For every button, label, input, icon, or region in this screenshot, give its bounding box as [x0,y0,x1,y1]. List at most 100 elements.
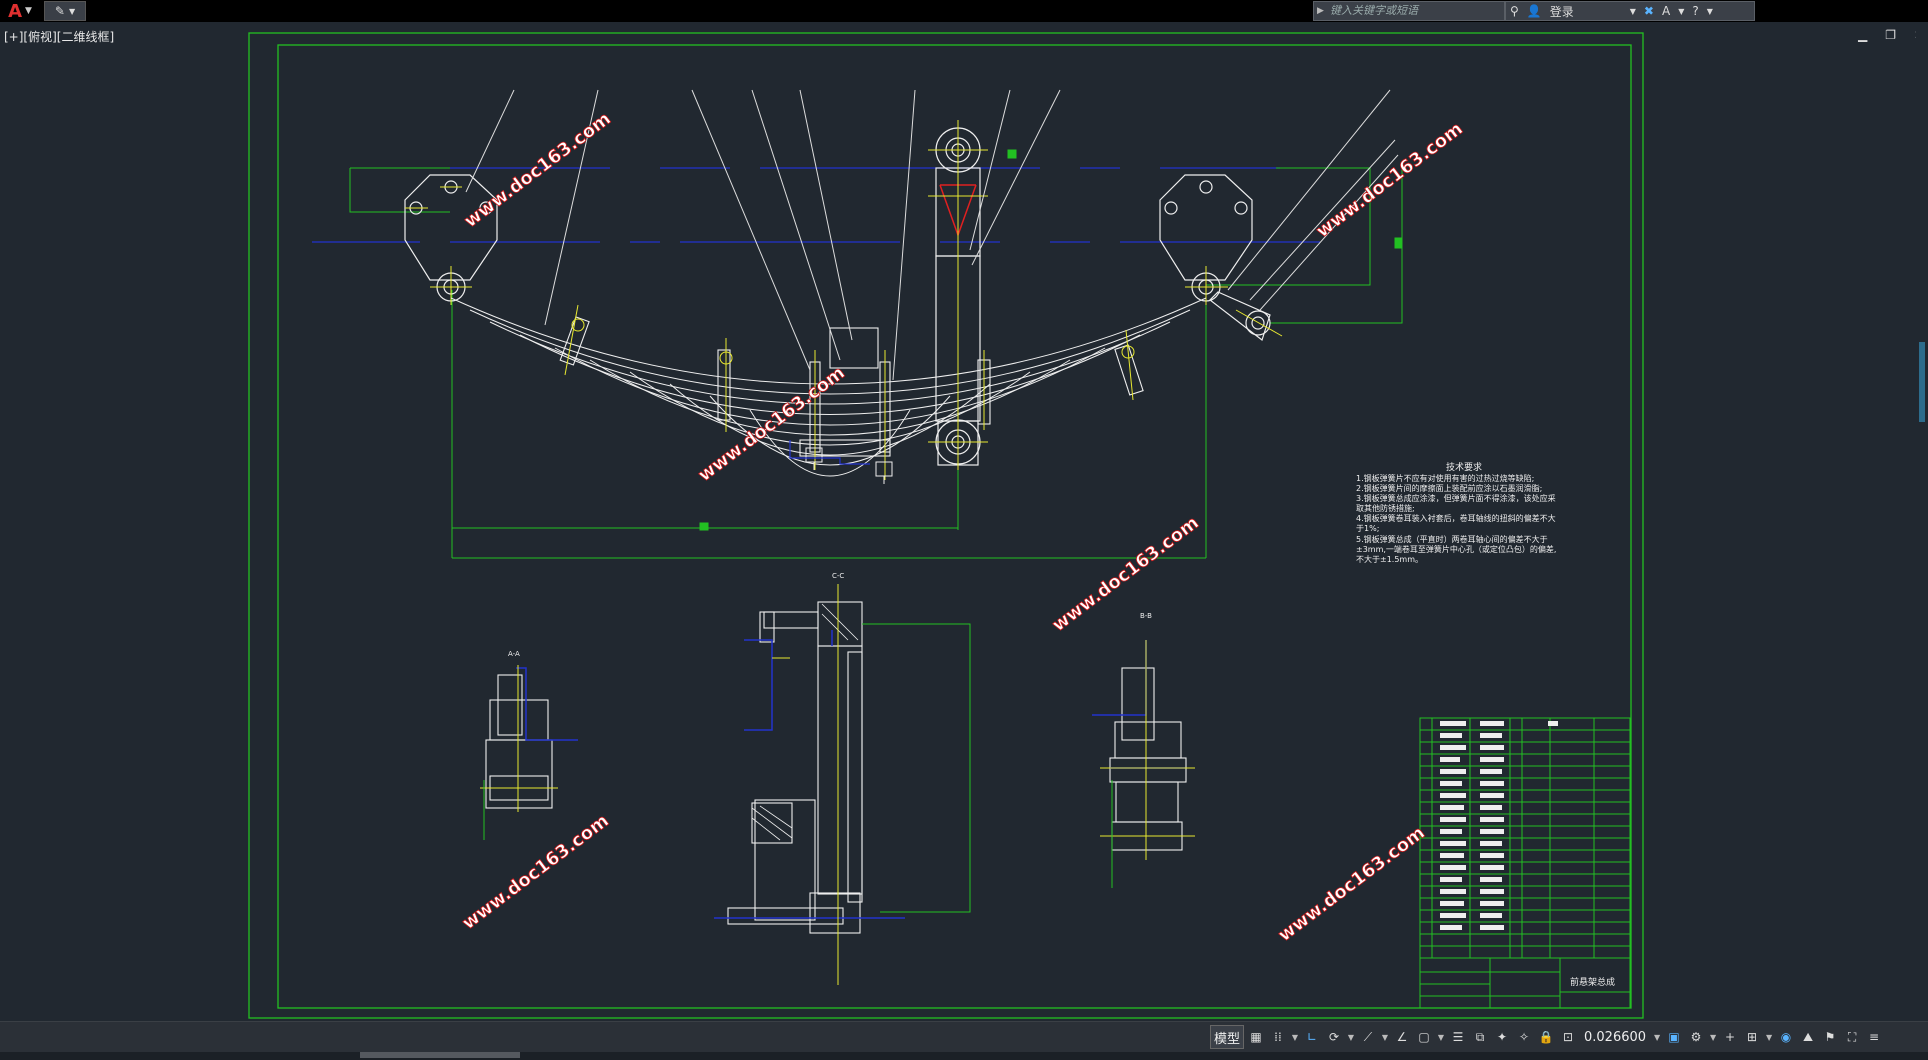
tech-line: 3.钢板弹簧总成应涂漆，但弹簧片面不得涂漆，该处应采 [1356,493,1556,503]
chevron-down-icon[interactable]: ▼ [1653,1032,1661,1042]
chevron-down-icon[interactable]: ▼ [1381,1032,1389,1042]
application-menu-button[interactable]: A▼ [0,0,40,22]
tech-line: 于1%; [1356,524,1379,533]
annotation-visibility-icon[interactable]: ✦ [1496,1030,1508,1044]
section-cc-view [727,601,863,934]
object-snap-icon[interactable]: ▢ [1418,1030,1430,1044]
section-aa-centerlines [480,665,558,812]
quick-access-toolbar-button[interactable]: ✎▼ [44,1,86,21]
status-bar: 模型 ▦ ⁞⁞ ▼ ∟ ⟳ ▼ ⟋ ▼ ∠ ▢ ▼ ☰ ⧉ ✦ ✧ 🔒 ⊡ 0.… [0,1021,1928,1053]
search-input[interactable]: ▶键入关键字或短语 [1313,1,1505,21]
title-bar: A▼ ✎▼ ▶键入关键字或短语 ⚲ 👤 登录 ▼ ✖ A ▼ ? ▼ [0,0,1928,22]
section-cc-centerlines [772,584,839,985]
tech-line: 取其他防锈措施; [1356,503,1415,513]
blue-center-lines [312,167,1320,243]
tech-line: 5.钢板弹簧总成（平直时）两卷耳轴心间的偏差不大于 [1356,534,1548,544]
leaf-spring [450,297,1207,477]
chevron-down-icon[interactable]: ▼ [1629,6,1636,16]
binoculars-icon[interactable]: ⚲ [1510,4,1519,18]
model-tab[interactable]: 模型 [1210,1025,1244,1049]
tech-line: 1.钢板弹簧片不应有对使用有害的过热过烧等缺陷; [1356,473,1534,483]
clean-screen-icon[interactable]: ⚑ [1824,1030,1836,1044]
drawing-canvas[interactable]: C-C A-A B-B 技术要求 1.钢板弹簧片不应有对使用有害的过热过烧等缺陷… [0,0,1928,1021]
clip-centerlines [564,304,1135,480]
dimension-lines [349,149,1403,559]
user-icon: 👤 [1526,4,1542,18]
section-bb-centerlines [1100,640,1195,860]
horizontal-scroll-track[interactable] [0,1052,1928,1060]
units-icon[interactable]: ⊞ [1747,1030,1758,1044]
tech-title: 技术要求 [1446,461,1482,473]
parts-list-text-marks [1440,721,1558,930]
transparency-icon[interactable]: ⧉ [1475,1029,1485,1044]
tech-line: 不大于±1.5mm。 [1356,554,1423,564]
chevron-down-icon[interactable]: ▼ [1347,1032,1355,1042]
isodraft-icon[interactable]: ⟋ [1363,1029,1373,1044]
section-cc-blue [714,630,905,919]
watermark-text: www.doc163.com [460,108,615,232]
section-bb-blue [1092,640,1185,769]
right-bracket [1159,174,1271,341]
status-toggles: ▦ ⁞⁞ ▼ ∟ ⟳ ▼ ⟋ ▼ ∠ ▢ ▼ ☰ ⧉ ✦ ✧ 🔒 ⊡ 0.026… [1246,1025,1884,1049]
customize-menu-icon[interactable]: ≡ [1869,1030,1880,1044]
chevron-down-icon[interactable]: ▼ [1765,1032,1773,1042]
hardware-acceleration-icon[interactable]: ◉ [1780,1030,1792,1044]
scrollbar-thumb[interactable] [1919,342,1925,422]
tech-line: ±3mm,一端卷耳至弹簧片中心孔（或定位凸包）的偏差, [1356,544,1556,554]
restore-icon[interactable]: ❐ [1885,28,1896,42]
grid-icon[interactable]: ▦ [1250,1030,1262,1044]
chevron-down-icon[interactable]: ▼ [1709,1032,1717,1042]
workspace-gear-icon[interactable]: ⚙ [1690,1030,1702,1044]
object-snap-tracking-icon[interactable]: ∠ [1396,1030,1408,1044]
minimize-icon[interactable]: ▁ [1858,28,1868,42]
plus-icon[interactable]: + [1725,1030,1736,1044]
login-button[interactable]: 登录 [1549,4,1574,19]
section-aa-blue [516,667,578,741]
exchange-icon[interactable]: ✖ [1643,4,1654,18]
polar-icon[interactable]: ⟳ [1328,1030,1340,1044]
parts-list-table [1419,717,1631,959]
section-cc-dims [862,623,971,913]
ortho-icon[interactable]: ∟ [1306,1030,1318,1044]
watermark-text: www.doc163.com [458,810,613,934]
left-bracket-centerlines [405,186,472,305]
chevron-down-icon[interactable]: ▼ [1437,1032,1445,1042]
lineweight-icon[interactable]: ☰ [1452,1030,1464,1044]
annotation-scale-value[interactable]: 0.026600 [1584,1029,1647,1045]
auto-scale-icon[interactable]: ✧ [1518,1030,1530,1044]
chevron-down-icon[interactable]: ▼ [1291,1032,1299,1042]
autodesk-app-icon[interactable]: A [1661,4,1671,18]
section-bb-label: B-B [1140,612,1152,620]
u-bolt-nuts [805,447,893,484]
chevron-down-icon: ▼ [25,6,32,16]
tech-line: 4.钢板弹簧卷耳装入衬套后，卷耳轴线的扭斜的偏差不大 [1356,513,1556,523]
autocad-logo-icon: A [8,0,22,22]
infocenter-toolbar: ⚲ 👤 登录 ▼ ✖ A ▼ ? ▼ [1505,1,1755,21]
technical-requirements: 技术要求 1.钢板弹簧片不应有对使用有害的过热过烧等缺陷; 2.钢板弹簧片间的摩… [1356,461,1556,564]
section-aa-label: A-A [508,650,520,658]
chevron-down-icon: ▼ [68,6,76,16]
vertical-scrollbar[interactable] [1916,22,1928,1020]
watermark-text: www.doc163.com [1048,512,1203,636]
horizontal-scroll-thumb[interactable] [360,1052,520,1058]
outer-frame [248,32,1644,1019]
chevron-down-icon[interactable]: ▼ [1706,6,1713,16]
watermark-text: www.doc163.com [1312,118,1467,242]
isolate-objects-icon[interactable]: ⛰ [1802,1029,1814,1044]
tech-line: 2.钢板弹簧片间的摩擦面上装配前应涂以石墨润滑脂; [1356,483,1542,493]
shock-centerlines [928,120,988,470]
section-cc-label: C-C [832,572,844,580]
section-bb-view [1109,667,1187,851]
snap-icon[interactable]: ⁞⁞ [1274,1030,1282,1044]
chevron-down-icon[interactable]: ▼ [1678,6,1685,16]
inner-frame [277,44,1632,1009]
lock-icon[interactable]: 🔒 [1538,1030,1554,1044]
help-icon[interactable]: ? [1692,4,1699,18]
watermarks: www.doc163.com www.doc163.com www.doc163… [458,108,1467,947]
viewport-controls[interactable]: [+][俯视][二维线框] [4,30,115,44]
title-block [1419,957,1631,1009]
watermark-text: www.doc163.com [1274,822,1429,946]
viewport-scale-icon[interactable]: ⊡ [1562,1030,1574,1044]
selection-cycling-icon[interactable]: ▣ [1668,1030,1680,1044]
fullscreen-icon[interactable]: ⛶ [1847,1029,1857,1044]
